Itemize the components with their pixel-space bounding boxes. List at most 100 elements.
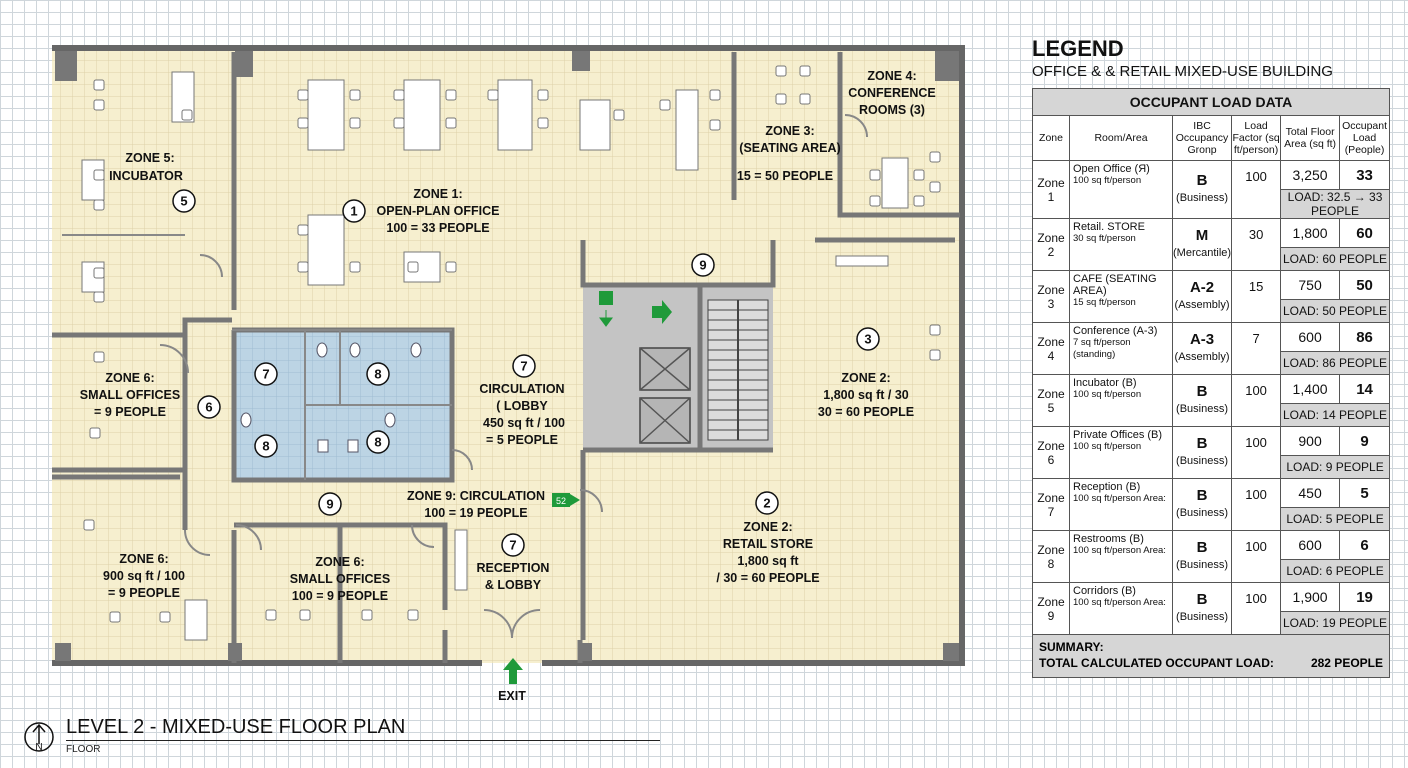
room-factor-note: 100 sq ft/person Area: (1073, 597, 1166, 608)
zone-markers (172, 189, 880, 557)
svg-text:OPEN-PLAN OFFICE: OPEN-PLAN OFFICE (377, 204, 500, 218)
svg-text:ZONE 5:: ZONE 5: (125, 151, 174, 165)
cell-group: B(Business) (1171, 160, 1233, 219)
exit-sign-text: 52 (556, 496, 566, 506)
north-arrow-icon: N (24, 722, 54, 753)
group-name: (Business) (1176, 507, 1229, 519)
table-row-load: LOAD: 19 PEOPLE (1033, 611, 1390, 635)
group-code: B (1196, 487, 1208, 504)
group-name: (Business) (1176, 403, 1229, 415)
svg-text:100 = 33 PEOPLE: 100 = 33 PEOPLE (386, 221, 489, 235)
marker-9b: 9 (699, 258, 706, 273)
cell-area: 600 (1280, 530, 1341, 560)
svg-text:CONFERENCE: CONFERENCE (848, 86, 936, 100)
room-name: Restrooms (B) (1073, 533, 1144, 545)
room-name: Private Offices (B) (1073, 429, 1163, 441)
cell-load-factor: 100 (1231, 374, 1282, 427)
toilets (240, 342, 422, 453)
group-name: (Business) (1176, 192, 1229, 204)
cell-group: M(Mercantile) (1171, 218, 1233, 271)
cell-zone: Zone 4 (1032, 322, 1070, 375)
svg-text:ZONE 2:: ZONE 2: (841, 371, 890, 385)
zone9-label: ZONE 9: CIRCULATION 100 = 19 PEOPLE (407, 489, 545, 520)
svg-text:ZONE 1:: ZONE 1: (413, 187, 462, 201)
table-row-load: LOAD: 60 PEOPLE (1033, 247, 1390, 271)
open-office-furniture (81, 71, 909, 641)
cell-occupant: 60 (1339, 218, 1390, 248)
cell-occupant: 86 (1339, 322, 1390, 352)
room-factor-note: 100 sq ft/person (1073, 175, 1142, 186)
svg-text:1,800 sq ft / 30: 1,800 sq ft / 30 (823, 388, 909, 402)
cell-room: Conference (A-3)7 sq ft/person (standing… (1069, 322, 1173, 375)
group-code: B (1196, 383, 1208, 400)
floor-plan: 52 ZONE 1: OPEN-PLAN OFFICE 100 = 33 PEO… (52, 45, 965, 703)
svg-text:SMALL OFFICES: SMALL OFFICES (290, 572, 390, 586)
group-code: B (1196, 435, 1208, 452)
cell-occupant: 19 (1339, 582, 1390, 612)
cell-load-factor: 15 (1231, 270, 1282, 323)
cell-room: Private Offices (B)100 sq ft/person (1069, 426, 1173, 479)
legend-subtitle: OFFICE & & RETAIL MIXED-USE BUILDING (1032, 63, 1333, 80)
cell-occupant: 33 (1339, 160, 1390, 190)
svg-text:(SEATING AREA): (SEATING AREA) (739, 141, 840, 155)
cell-group: B(Business) (1171, 530, 1233, 583)
cell-load-summary: LOAD: 5 PEOPLE (1280, 507, 1390, 531)
table-row-load: LOAD: 32.5 → 33 PEOPLE (1033, 189, 1390, 219)
svg-text:15 = 50 PEOPLE: 15 = 50 PEOPLE (737, 169, 833, 183)
svg-text:/ 30 = 60 PEOPLE: / 30 = 60 PEOPLE (716, 571, 819, 585)
cell-load-summary: LOAD: 14 PEOPLE (1280, 403, 1390, 427)
svg-text:RECEPTION: RECEPTION (477, 561, 550, 575)
zone5-label: ZONE 5: INCUBATOR (109, 151, 183, 183)
occupant-load-table: OCCUPANT LOAD DATA Zone Room/Area IBC Oc… (1032, 88, 1390, 635)
circulation-label: CIRCULATION ( LOBBY 450 sq ft / 100 = 5 … (479, 382, 565, 447)
zone4-label: ZONE 4: CONFERENCE ROOMS (3) (848, 69, 936, 117)
cell-load-factor: 30 (1231, 218, 1282, 271)
marker-8b: 8 (262, 439, 269, 454)
svg-text:ZONE 3:: ZONE 3: (765, 124, 814, 138)
room-name: Conference (A-3) (1073, 325, 1158, 337)
svg-text:ZONE 2:: ZONE 2: (743, 520, 792, 534)
svg-text:& LOBBY: & LOBBY (485, 578, 542, 592)
north-label: N (35, 742, 42, 753)
cell-area: 1,400 (1280, 374, 1341, 404)
zone6-bottom-label: ZONE 6: SMALL OFFICES 100 = 9 PEOPLE (290, 555, 390, 603)
group-name: (Business) (1176, 455, 1229, 467)
svg-text:450 sq ft / 100: 450 sq ft / 100 (483, 416, 565, 430)
room-factor-note: 100 sq ft/person Area: (1073, 545, 1166, 556)
marker-8c: 8 (374, 435, 381, 450)
elevators (639, 347, 691, 444)
cell-load-summary: LOAD: 50 PEOPLE (1280, 299, 1390, 323)
cell-room: Reception (B)100 sq ft/person Area: (1069, 478, 1173, 531)
cell-occupant: 5 (1339, 478, 1390, 508)
exit-arrow (503, 658, 523, 684)
marker-5: 5 (180, 194, 187, 209)
cell-load-summary: LOAD: 86 PEOPLE (1280, 351, 1390, 375)
cell-zone: Zone 7 (1032, 478, 1070, 531)
cell-area: 450 (1280, 478, 1341, 508)
zone2-cafe-label: ZONE 2: 1,800 sq ft / 30 30 = 60 PEOPLE (818, 371, 914, 419)
stair (707, 299, 769, 441)
room-name: Reception (B) (1073, 481, 1141, 493)
cell-group: B (Business) (1171, 426, 1233, 479)
zone6-large-label: ZONE 6: 900 sq ft / 100 = 9 PEOPLE (103, 552, 185, 600)
interior-walls (52, 52, 960, 663)
zone2-retail-label: ZONE 2: RETAIL STORE 1,800 sq ft / 30 = … (716, 520, 819, 585)
marker-2: 2 (763, 496, 770, 511)
cell-zone: Zone 9 (1032, 582, 1070, 635)
cell-area: 1,800 (1280, 218, 1341, 248)
table-row-load: LOAD: 5 PEOPLE (1033, 507, 1390, 531)
cell-load-factor: 100 (1231, 160, 1282, 219)
marker-9a: 9 (326, 497, 333, 512)
plan-title: LEVEL 2 - MIXED-USE FLOOR PLAN (66, 716, 406, 738)
marker-8a: 8 (374, 367, 381, 382)
cell-occupant: 14 (1339, 374, 1390, 404)
cell-load-factor: 100 (1231, 478, 1282, 531)
group-name: (Business) (1176, 611, 1229, 623)
svg-text:ROOMS (3): ROOMS (3) (859, 103, 925, 117)
svg-text:CIRCULATION: CIRCULATION (479, 382, 564, 396)
room-factor-note: 7 sq ft/person (standing) (1073, 337, 1131, 360)
